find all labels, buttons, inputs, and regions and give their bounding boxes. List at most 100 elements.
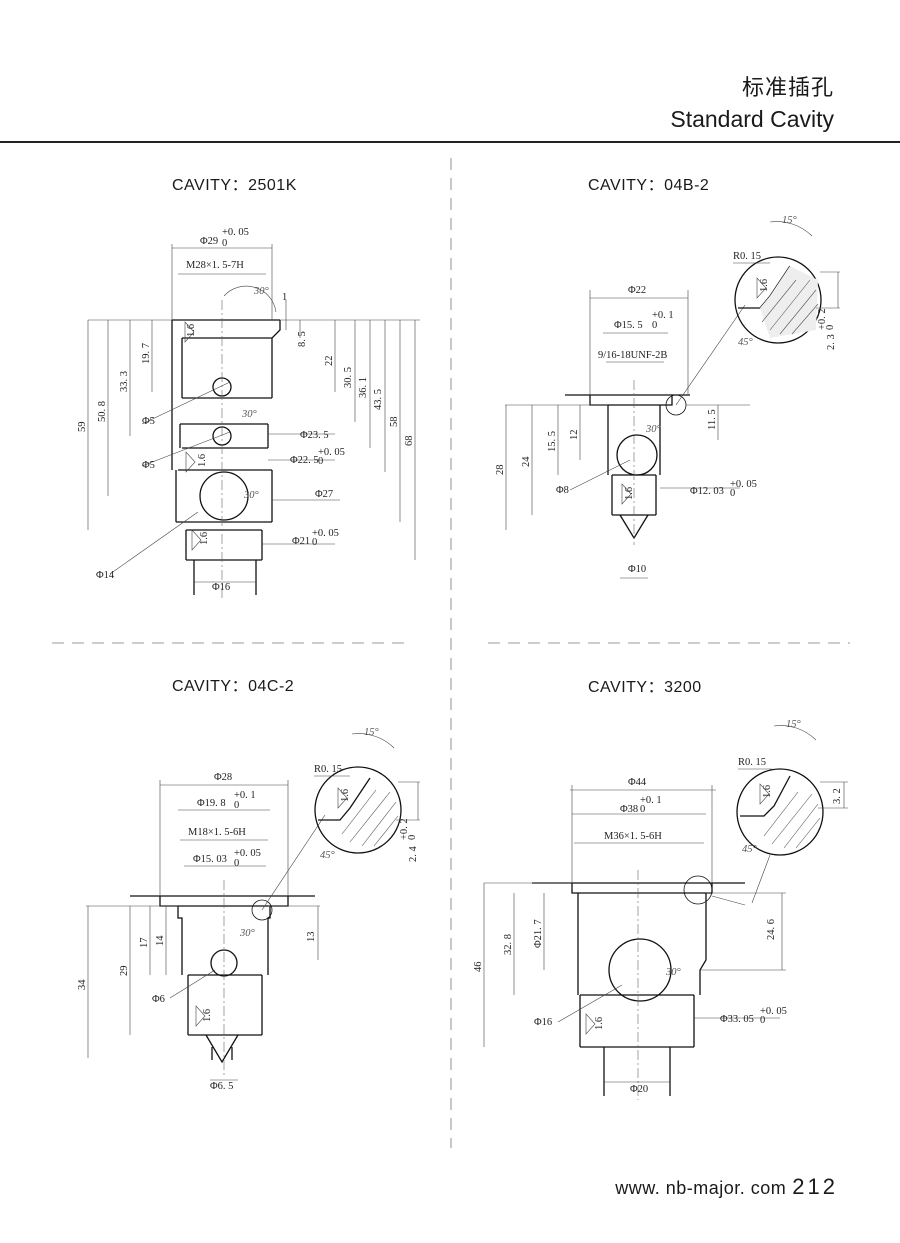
svg-text:0: 0 (318, 456, 323, 467)
svg-text:15°: 15° (782, 215, 798, 226)
svg-text:30°: 30° (243, 490, 260, 501)
svg-text:R0. 15: R0. 15 (733, 251, 761, 262)
svg-text:29: 29 (119, 966, 130, 977)
svg-text:Φ15. 03: Φ15. 03 (193, 854, 227, 865)
svg-text:2. 4: 2. 4 (408, 846, 419, 863)
svg-text:1.6: 1.6 (197, 454, 208, 467)
svg-text:30°: 30° (665, 967, 682, 978)
dim-2501k-phi29: Φ29 (200, 236, 218, 247)
svg-text:0: 0 (730, 488, 735, 499)
svg-text:Φ22. 5: Φ22. 5 (290, 455, 319, 466)
header-title-chinese: 标准插孔 (741, 76, 834, 101)
svg-text:0: 0 (652, 320, 657, 331)
svg-text:3. 2: 3. 2 (832, 788, 843, 804)
svg-text:Φ6. 5: Φ6. 5 (210, 1081, 233, 1092)
cavity-title-3200: CAVITY：3200 (588, 679, 702, 696)
header-rule (0, 141, 900, 143)
svg-text:+0. 05: +0. 05 (760, 1006, 787, 1017)
svg-text:30°: 30° (253, 286, 270, 297)
svg-text:36. 1: 36. 1 (358, 377, 369, 398)
svg-text:Φ21: Φ21 (292, 536, 310, 547)
dim-2501k-thread: M28×1. 5-7H (186, 260, 244, 271)
svg-text:34: 34 (77, 979, 88, 990)
svg-text:1.6: 1.6 (186, 324, 197, 337)
svg-text:1.6: 1.6 (624, 487, 635, 500)
svg-text:9/16-18UNF-2B: 9/16-18UNF-2B (598, 350, 667, 361)
drawing-2501k: Φ29 +0. 05 0 M28×1. 5-7H 1 8. 5 22 30. 5… (77, 227, 420, 600)
svg-text:68: 68 (404, 436, 415, 447)
svg-text:15. 5: 15. 5 (547, 431, 558, 452)
svg-text:30°: 30° (239, 928, 256, 939)
cavity-title-2501k: CAVITY：2501K (172, 177, 297, 194)
page-number: 212 (792, 1174, 838, 1199)
svg-text:32. 8: 32. 8 (503, 934, 514, 955)
svg-text:0: 0 (407, 835, 418, 840)
svg-text:Φ10: Φ10 (628, 564, 646, 575)
svg-text:Φ27: Φ27 (315, 489, 333, 500)
svg-text:30°: 30° (645, 424, 662, 435)
svg-text:+0. 05: +0. 05 (222, 227, 249, 238)
drawing-04c-2: Φ28 Φ19. 8 +0. 1 0 M18×1. 5-6H Φ15. 03 +… (77, 727, 420, 1092)
svg-text:0: 0 (825, 325, 836, 330)
footer-website-link[interactable]: www. nb-major. com (615, 1178, 787, 1198)
svg-text:11. 5: 11. 5 (707, 409, 718, 430)
svg-text:Φ5: Φ5 (142, 460, 155, 471)
svg-text:0: 0 (222, 238, 227, 249)
svg-text:14: 14 (155, 935, 166, 946)
drawing-04b-2: Φ22 Φ15. 5 +0. 1 0 9/16-18UNF-2B Φ12. 03… (495, 215, 840, 579)
svg-text:33. 3: 33. 3 (119, 371, 130, 392)
svg-text:Φ12. 03: Φ12. 03 (690, 486, 724, 497)
svg-text:22: 22 (324, 356, 335, 367)
cavity-title-04c-2: CAVITY：04C-2 (172, 678, 295, 695)
svg-text:+0. 05: +0. 05 (730, 479, 757, 490)
svg-text:+0. 05: +0. 05 (234, 848, 261, 859)
svg-text:+0. 2: +0. 2 (399, 818, 410, 840)
svg-text:1: 1 (282, 292, 287, 303)
svg-text:M36×1. 5-6H: M36×1. 5-6H (604, 831, 662, 842)
svg-text:R0. 15: R0. 15 (738, 757, 766, 768)
svg-text:+0. 1: +0. 1 (640, 795, 662, 806)
svg-text:+0. 1: +0. 1 (652, 310, 674, 321)
cavity-title-04b-2: CAVITY：04B-2 (588, 177, 710, 194)
svg-text:Φ16: Φ16 (212, 582, 230, 593)
svg-text:1.6: 1.6 (594, 1017, 605, 1030)
svg-text:+0. 1: +0. 1 (234, 790, 256, 801)
svg-text:13: 13 (306, 932, 317, 943)
svg-text:M18×1. 5-6H: M18×1. 5-6H (188, 827, 246, 838)
svg-text:0: 0 (312, 537, 317, 548)
svg-text:19. 7: 19. 7 (141, 343, 152, 364)
svg-text:43. 5: 43. 5 (373, 389, 384, 410)
svg-text:1.6: 1.6 (340, 789, 351, 802)
svg-text:Φ19. 8: Φ19. 8 (197, 798, 226, 809)
svg-text:15°: 15° (364, 727, 380, 738)
svg-text:46: 46 (473, 962, 484, 973)
svg-text:Φ38: Φ38 (620, 804, 638, 815)
svg-text:+0. 05: +0. 05 (312, 528, 339, 539)
svg-text:0: 0 (234, 858, 239, 869)
svg-text:Φ33. 05: Φ33. 05 (720, 1014, 754, 1025)
svg-text:Φ15. 5: Φ15. 5 (614, 320, 643, 331)
svg-text:Φ8: Φ8 (556, 485, 569, 496)
svg-text:Φ28: Φ28 (214, 772, 232, 783)
svg-text:Φ14: Φ14 (96, 570, 115, 581)
svg-text:30°: 30° (241, 409, 258, 420)
header-title-english: Standard Cavity (670, 106, 834, 132)
svg-text:1.6: 1.6 (762, 785, 773, 798)
svg-text:24: 24 (521, 456, 532, 467)
svg-text:Φ6: Φ6 (152, 994, 165, 1005)
svg-text:50. 8: 50. 8 (97, 401, 108, 422)
svg-text:45°: 45° (320, 850, 336, 861)
svg-text:1.6: 1.6 (759, 279, 770, 292)
svg-text:Φ16: Φ16 (534, 1017, 552, 1028)
svg-text:+0. 05: +0. 05 (318, 447, 345, 458)
svg-text:Φ44: Φ44 (628, 777, 647, 788)
svg-text:R0. 15: R0. 15 (314, 764, 342, 775)
svg-text:45°: 45° (742, 844, 758, 855)
svg-text:58: 58 (389, 417, 400, 428)
drawing-3200: Φ44 Φ38 +0. 1 0 M36×1. 5-6H Φ21. 7 Φ33. … (473, 719, 848, 1100)
svg-text:15°: 15° (786, 719, 802, 730)
svg-text:59: 59 (77, 422, 88, 433)
svg-text:0: 0 (640, 804, 645, 815)
svg-text:24. 6: 24. 6 (766, 919, 777, 940)
